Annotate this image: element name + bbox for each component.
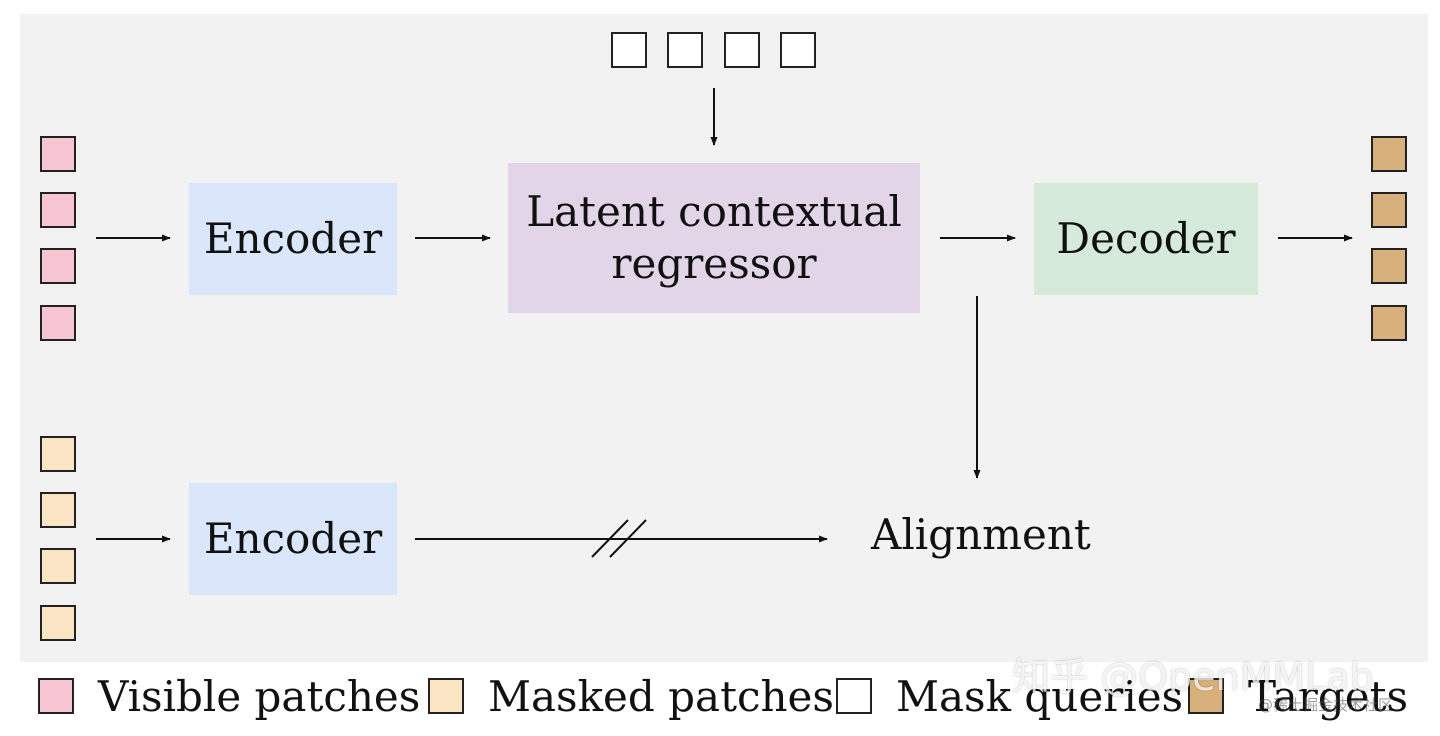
target-patch (1371, 305, 1407, 341)
masked-patch (40, 605, 76, 641)
encoder-label: Encoder (203, 513, 383, 563)
legend-masked: Masked patches (428, 670, 834, 722)
legend-targets-swatch (1188, 678, 1224, 714)
visible-patch (40, 136, 76, 172)
target-patch (1371, 136, 1407, 172)
legend-queries: Mask queries (836, 670, 1183, 722)
alignment-label: Alignment (871, 510, 1091, 559)
target-patch (1371, 248, 1407, 284)
legend-queries-label: Mask queries (896, 671, 1184, 721)
legend-masked-swatch (428, 678, 464, 714)
legend-targets: Targets (1188, 670, 1408, 722)
visible-patch (40, 192, 76, 228)
visible-patch (40, 248, 76, 284)
decoder-label: Decoder (1056, 213, 1236, 263)
encoder-block-bottom: Encoder (189, 483, 397, 595)
zhihu-watermark: 知乎 @OpenMMLab (1012, 655, 1374, 699)
legend-queries-swatch (836, 678, 872, 714)
regressor-label-line1: Latent contextual (526, 186, 902, 236)
decoder-block: Decoder (1034, 183, 1258, 295)
legend-visible-label: Visible patches (98, 671, 421, 721)
visible-patch (40, 305, 76, 341)
mask-query (724, 32, 760, 68)
regressor-label-line2: regressor (611, 239, 817, 288)
encoder-block-top: Encoder (189, 183, 397, 295)
masked-patch (40, 548, 76, 584)
mask-query (780, 32, 816, 68)
mask-query (611, 32, 647, 68)
masked-patch (40, 436, 76, 472)
latent-contextual-regressor-block: Latent contextual regressor (508, 163, 920, 313)
legend-targets-label: Targets (1248, 671, 1409, 721)
juejin-watermark: @稀土掘金技术社区 (1258, 696, 1394, 714)
masked-patch (40, 492, 76, 528)
legend-masked-label: Masked patches (488, 671, 834, 721)
legend-visible-swatch (38, 678, 74, 714)
legend-visible: Visible patches (38, 670, 420, 722)
target-patch (1371, 192, 1407, 228)
mask-query (667, 32, 703, 68)
encoder-label: Encoder (203, 213, 383, 263)
